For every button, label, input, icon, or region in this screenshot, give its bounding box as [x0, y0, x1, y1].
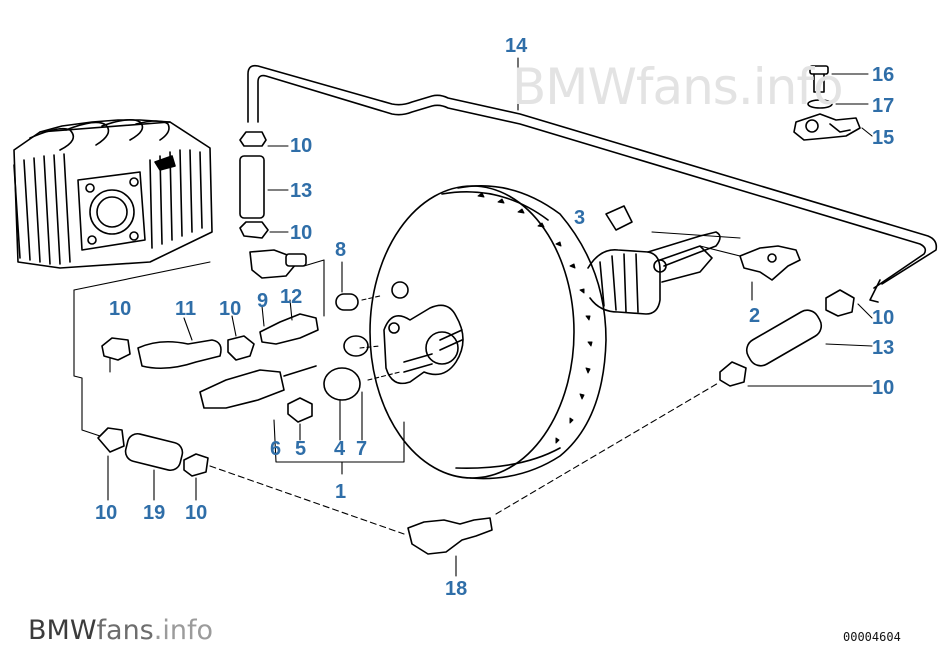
clevis-pin	[739, 245, 801, 281]
callout-14: 14	[505, 35, 528, 57]
callout-10-right-2: 10	[872, 377, 895, 399]
callout-2: 2	[749, 305, 761, 327]
callout-6: 6	[270, 438, 282, 460]
callout-7: 7	[356, 438, 368, 460]
watermark: BMWfans.info	[512, 58, 844, 116]
hoses-and-clamps	[97, 131, 855, 555]
mounting-hardware	[793, 65, 861, 141]
callout-11: 11	[175, 298, 197, 320]
brand-part-2: fans	[96, 615, 154, 646]
callout-10-left-1: 10	[109, 298, 132, 320]
callout-17: 17	[872, 95, 895, 117]
leader-lines	[73, 57, 873, 577]
push-rod-assembly	[587, 231, 721, 315]
callout-4: 4	[334, 438, 346, 460]
document-number: 00004604	[843, 630, 901, 644]
callout-18: 18	[445, 578, 468, 600]
callout-5: 5	[295, 438, 307, 460]
callout-10-bottom-1: 10	[95, 502, 118, 524]
vacuum-pipe	[247, 64, 938, 303]
brand-part-1: BMW	[28, 615, 97, 646]
brand-logo: BMWfans.info	[28, 615, 213, 646]
callout-10-top: 10	[290, 135, 313, 157]
callout-10-mid: 10	[290, 222, 313, 244]
clip-part	[605, 205, 633, 231]
callout-13-right: 13	[872, 337, 895, 359]
callout-8: 8	[335, 239, 347, 261]
callout-10-left-2: 10	[219, 298, 242, 320]
callout-10-right-1: 10	[872, 307, 895, 329]
callout-16: 16	[872, 64, 895, 86]
intake-manifold	[13, 118, 213, 269]
callout-15: 15	[872, 127, 895, 149]
brake-booster	[369, 185, 607, 480]
callout-10-bottom-2: 10	[185, 502, 208, 524]
callout-9: 9	[257, 290, 269, 312]
callout-19: 19	[143, 502, 166, 524]
callout-1: 1	[335, 481, 347, 503]
callout-3: 3	[574, 207, 586, 229]
brand-part-3: .info	[153, 615, 213, 646]
callout-13-top: 13	[290, 180, 313, 202]
callout-12: 12	[280, 286, 303, 308]
